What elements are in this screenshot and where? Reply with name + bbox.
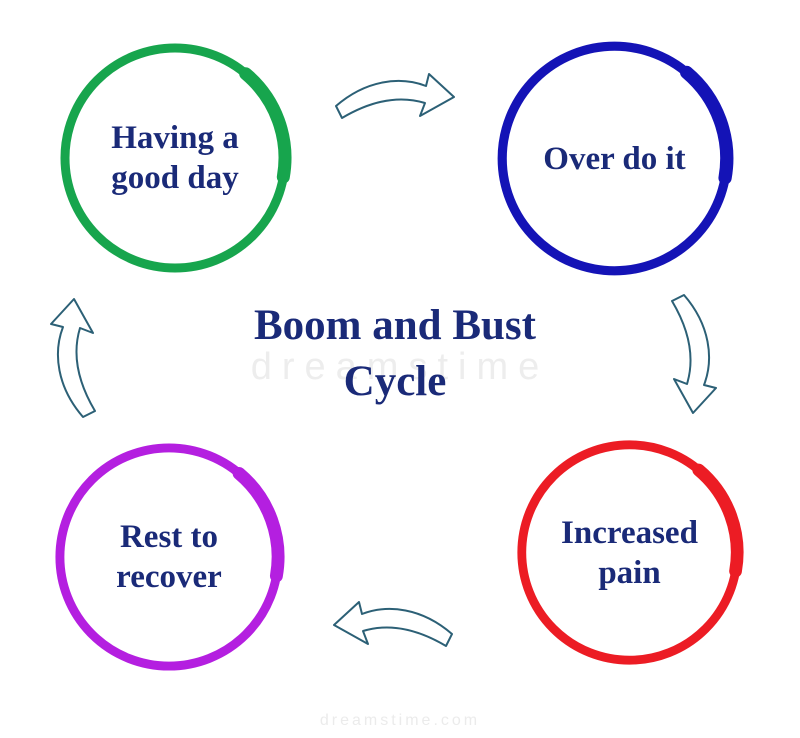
- circle-blue-icon: [497, 41, 734, 276]
- circle-purple-icon: [55, 443, 285, 671]
- node-label-having-a-good-day: Having a good day: [111, 119, 239, 196]
- watermark-text: dreamstime: [250, 346, 550, 388]
- arrow-right-icon: [671, 294, 717, 414]
- arrow-bottom-icon: [333, 601, 453, 647]
- circle-green-icon: [60, 43, 292, 273]
- diagram-title-line1: Boom and Bust: [254, 302, 536, 349]
- node-over-do-it: Over do it: [492, 36, 737, 281]
- circle-red-icon: [517, 440, 744, 665]
- node-increased-pain: Increased pain: [512, 435, 747, 670]
- watermark-site-text: dreamstime.com: [319, 712, 481, 729]
- node-label-over-do-it: Over do it: [543, 140, 686, 177]
- diagram-title-line2: Cycle: [343, 358, 447, 405]
- arrow-top-icon: [335, 73, 455, 119]
- node-rest-to-recover: Rest to recover: [50, 438, 288, 676]
- arrow-left-icon: [50, 298, 96, 418]
- diagram-title: Boom and Bust Cycle: [0, 298, 790, 410]
- node-label-increased-pain: Increased pain: [561, 514, 698, 591]
- node-having-a-good-day: Having a good day: [55, 38, 295, 278]
- node-label-rest-to-recover: Rest to recover: [116, 518, 222, 595]
